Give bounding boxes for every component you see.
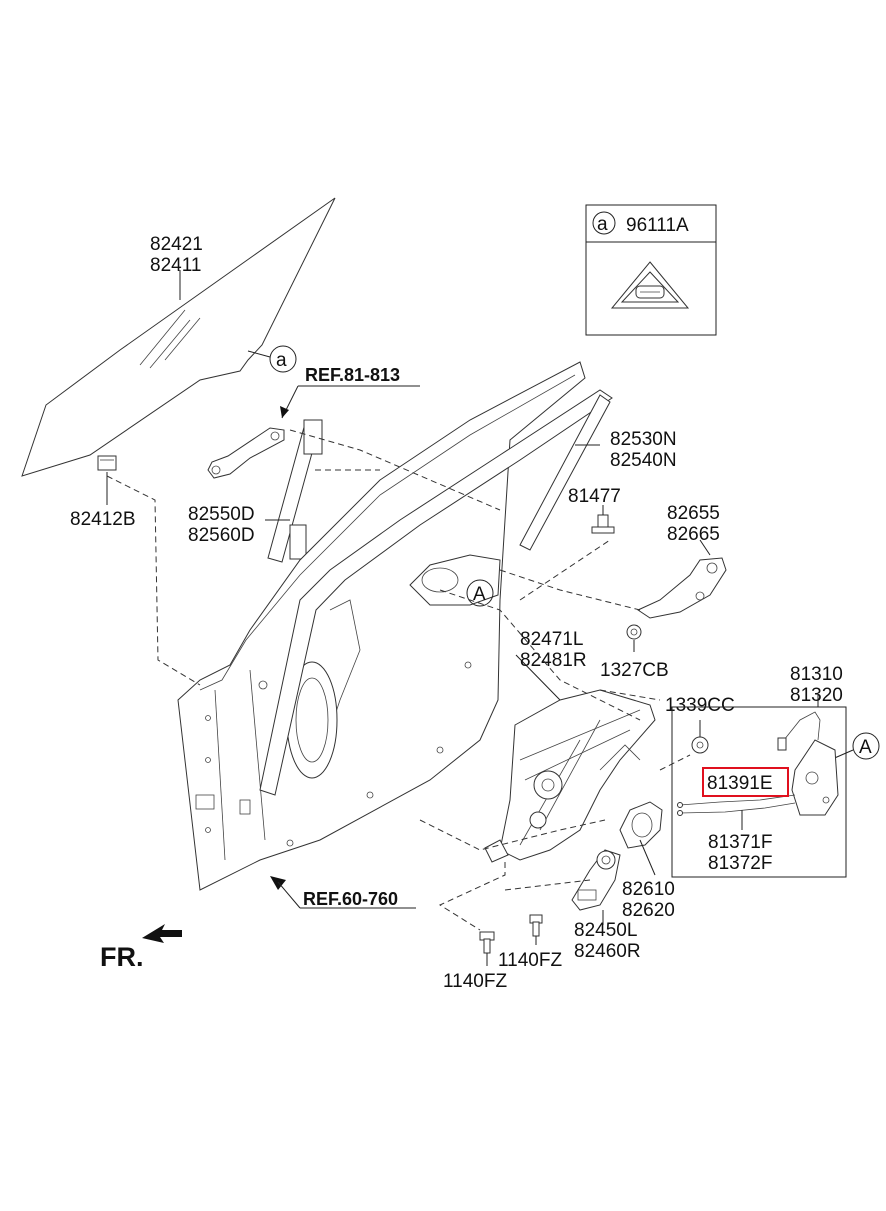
legend-marker: a xyxy=(597,214,608,235)
outside-handle-bracket xyxy=(207,427,285,479)
latch-cables xyxy=(677,794,796,816)
marker-A-center: A xyxy=(473,584,486,605)
label-inside-handle-1: 82610 xyxy=(622,879,675,900)
label-motor-2: 82460R xyxy=(574,941,641,962)
marker-A-right: A xyxy=(859,737,872,758)
label-motor-1: 82450L xyxy=(574,920,637,941)
label-cables-2: 81372F xyxy=(708,853,772,874)
label-latch-1: 81310 xyxy=(790,664,843,685)
direction-label: FR. xyxy=(100,942,144,972)
label-bolt-right: 1140FZ xyxy=(498,950,562,971)
label-glass-1: 82421 xyxy=(150,234,203,255)
legend-part-number: 96111A xyxy=(626,215,689,236)
label-glass-2: 82411 xyxy=(150,255,201,276)
nut-1339cc xyxy=(691,736,709,754)
bolt-1140fz-right xyxy=(529,914,543,937)
label-regulator-2: 82481R xyxy=(520,650,587,671)
label-nut-1339cc: 1339CC xyxy=(665,695,735,716)
glass-clip xyxy=(97,455,117,471)
guide-lines xyxy=(106,429,691,931)
label-highlight-81391e[interactable]: 81391E xyxy=(707,773,773,794)
nut-1327cb xyxy=(626,624,642,640)
label-regulator-1: 82471L xyxy=(520,629,583,650)
marker-A-center-circle xyxy=(466,579,494,607)
latch-assembly-box xyxy=(671,706,847,878)
label-outside-handle-2: 82665 xyxy=(667,524,720,545)
label-glass-clip: 82412B xyxy=(70,509,136,530)
door-latch xyxy=(777,711,839,816)
front-run-channel xyxy=(259,389,613,796)
marker-a-text: a xyxy=(276,350,287,371)
label-run-channel-1: 82530N xyxy=(610,429,677,450)
outside-handle-frame xyxy=(636,557,727,619)
label-inside-handle-2: 82620 xyxy=(622,900,675,921)
label-channel-1: 82550D xyxy=(188,504,255,525)
bolt-1140fz-left xyxy=(479,931,495,954)
inside-handle xyxy=(619,801,663,849)
label-cables-1: 81371F xyxy=(708,832,772,853)
label-nut-1327cb: 1327CB xyxy=(600,660,669,681)
label-bolt-81477: 81477 xyxy=(568,486,621,507)
label-outside-handle-1: 82655 xyxy=(667,503,720,524)
window-regulator xyxy=(484,689,656,863)
legend-box xyxy=(585,204,717,336)
ref-top: REF.81-813 xyxy=(305,365,400,385)
regulator-motor xyxy=(571,849,621,911)
label-latch-2: 81320 xyxy=(790,685,843,706)
ref-bottom: REF.60-760 xyxy=(303,889,398,909)
label-run-channel-2: 82540N xyxy=(610,450,677,471)
label-channel-2: 82560D xyxy=(188,525,255,546)
label-bolt-left: 1140FZ xyxy=(443,971,507,992)
bolt-81477 xyxy=(591,514,615,534)
marker-a-circle xyxy=(269,345,297,373)
highlight-box xyxy=(702,767,789,797)
forward-arrow-icon xyxy=(142,924,182,943)
triangle-badge-icon xyxy=(610,261,690,309)
marker-A-right-circle xyxy=(852,732,880,760)
